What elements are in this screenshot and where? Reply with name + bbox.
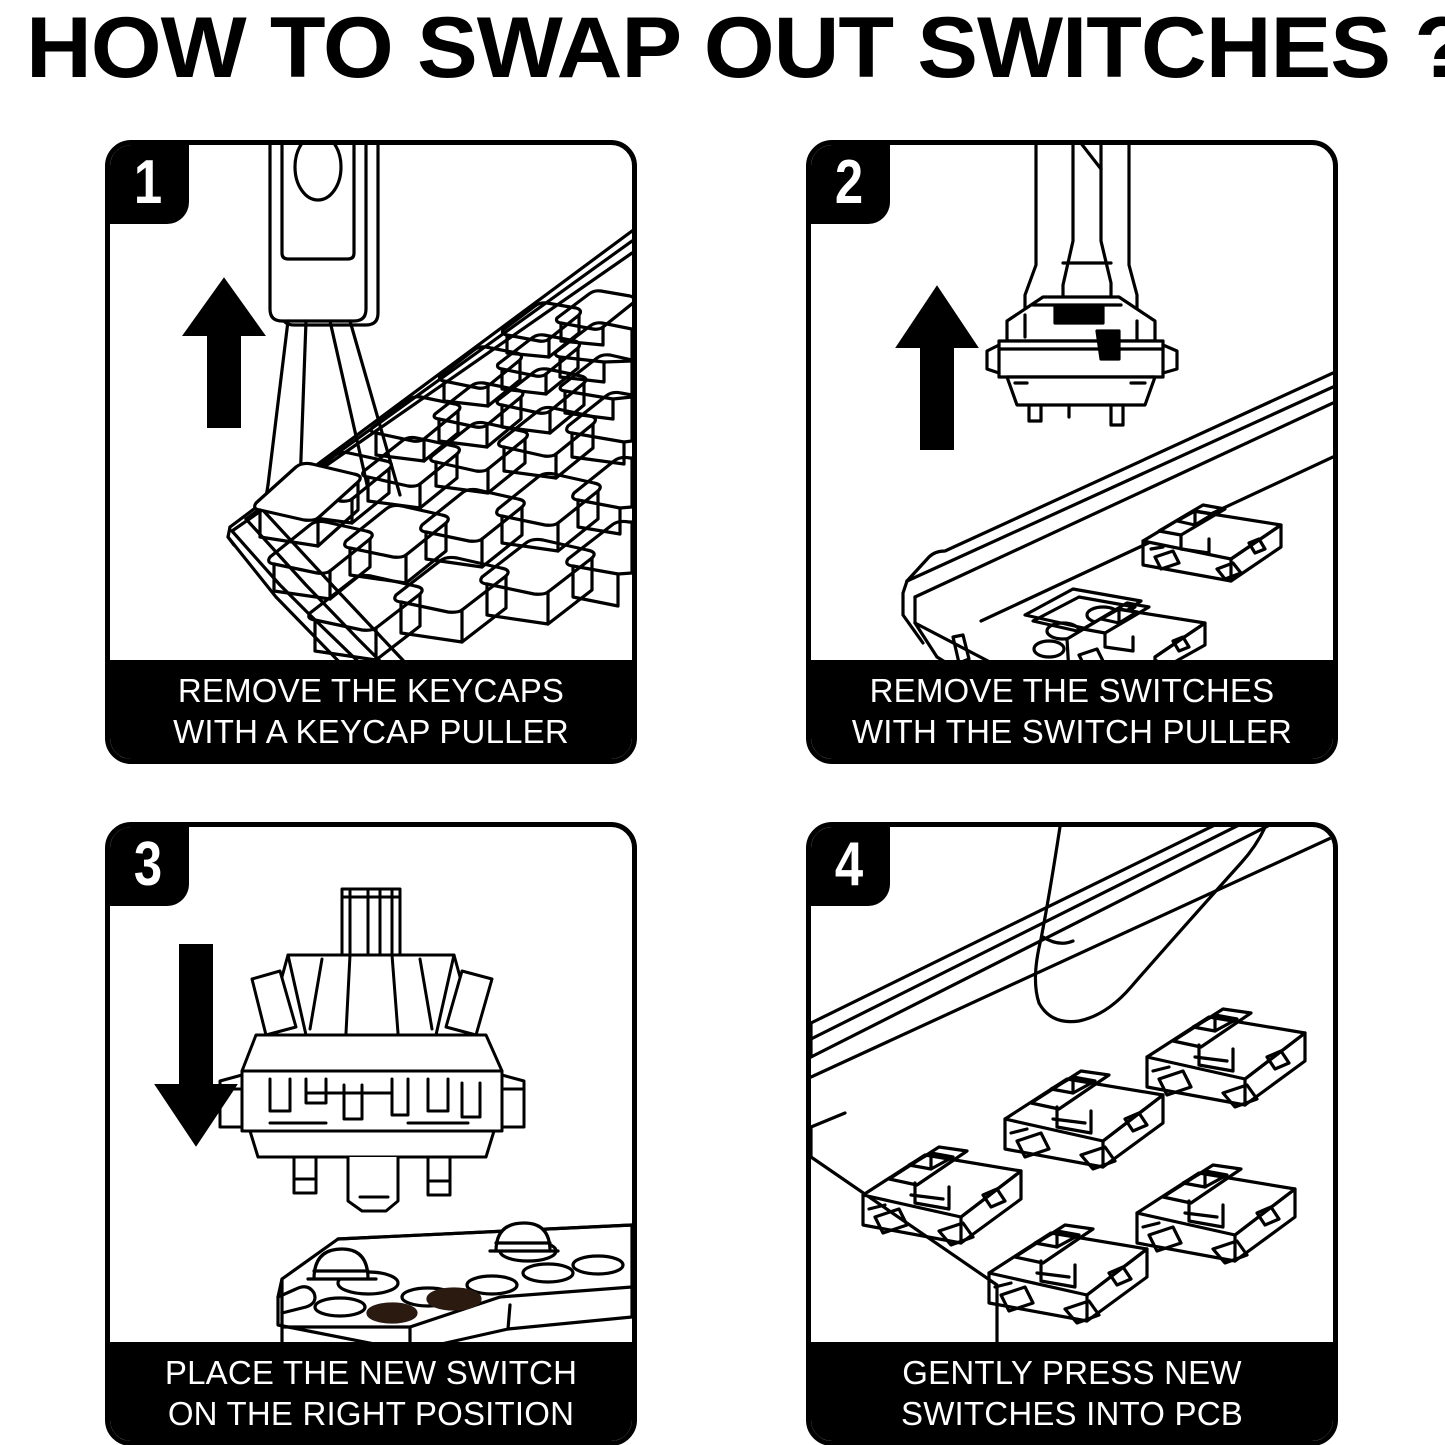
step-panel-1: 1 REMOVE THE KEYCAPS WITH A KEYCAP PULLE… (105, 140, 637, 764)
arrow-up-icon (182, 277, 266, 428)
step-caption-4-line2: SWITCHES INTO PCB (901, 1395, 1243, 1432)
step-caption-3-line1: PLACE THE NEW SWITCH (164, 1354, 578, 1391)
step-caption-4: GENTLY PRESS NEW SWITCHES INTO PCB (811, 1342, 1333, 1441)
step-badge-1: 1 (110, 145, 189, 224)
switch-puller-diagram (895, 145, 1333, 673)
step-caption-1-line2: WITH A KEYCAP PULLER (173, 713, 569, 750)
page-title: HOW TO SWAP OUT SWITCHES ? (26, 0, 1445, 96)
step-caption-2-line2: WITH THE SWITCH PULLER (851, 713, 1293, 750)
step-number-3: 3 (133, 830, 163, 899)
step-panel-4: 4 GENTLY PRESS NEW SWITCHES INTO PCB (806, 822, 1338, 1445)
arrow-up-icon (895, 285, 979, 450)
step-caption-3-line2: ON THE RIGHT POSITION (167, 1395, 575, 1432)
step-number-1: 1 (133, 148, 163, 217)
step-2-illustration (811, 145, 1333, 673)
new-switch-over-pcb-diagram (154, 887, 632, 1353)
step-caption-2-line1: REMOVE THE SWITCHES (869, 672, 1275, 709)
step-caption-1-line1: REMOVE THE KEYCAPS (177, 672, 565, 709)
arrow-down-icon (154, 944, 238, 1147)
step-caption-3: PLACE THE NEW SWITCH ON THE RIGHT POSITI… (110, 1342, 632, 1441)
step-number-4: 4 (834, 830, 864, 899)
step-badge-3: 3 (110, 827, 189, 906)
step-panel-3: 3 PLACE THE NEW SWITCH ON THE RIGHT POSI… (105, 822, 637, 1445)
keycap-puller-diagram (182, 145, 632, 673)
step-badge-4: 4 (811, 827, 890, 906)
step-number-2: 2 (834, 148, 864, 217)
step-caption-4-line1: GENTLY PRESS NEW (902, 1354, 1242, 1391)
step-1-illustration (110, 145, 632, 673)
step-badge-2: 2 (811, 145, 890, 224)
step-4-illustration (811, 827, 1333, 1355)
step-caption-2: REMOVE THE SWITCHES WITH THE SWITCH PULL… (811, 660, 1333, 759)
step-panel-2: 2 REMOVE THE SWITCHES WITH THE SWITCH PU… (806, 140, 1338, 764)
finger-pressing-switches-diagram (811, 827, 1333, 1355)
step-caption-1: REMOVE THE KEYCAPS WITH A KEYCAP PULLER (110, 660, 632, 759)
step-3-illustration (110, 827, 632, 1355)
